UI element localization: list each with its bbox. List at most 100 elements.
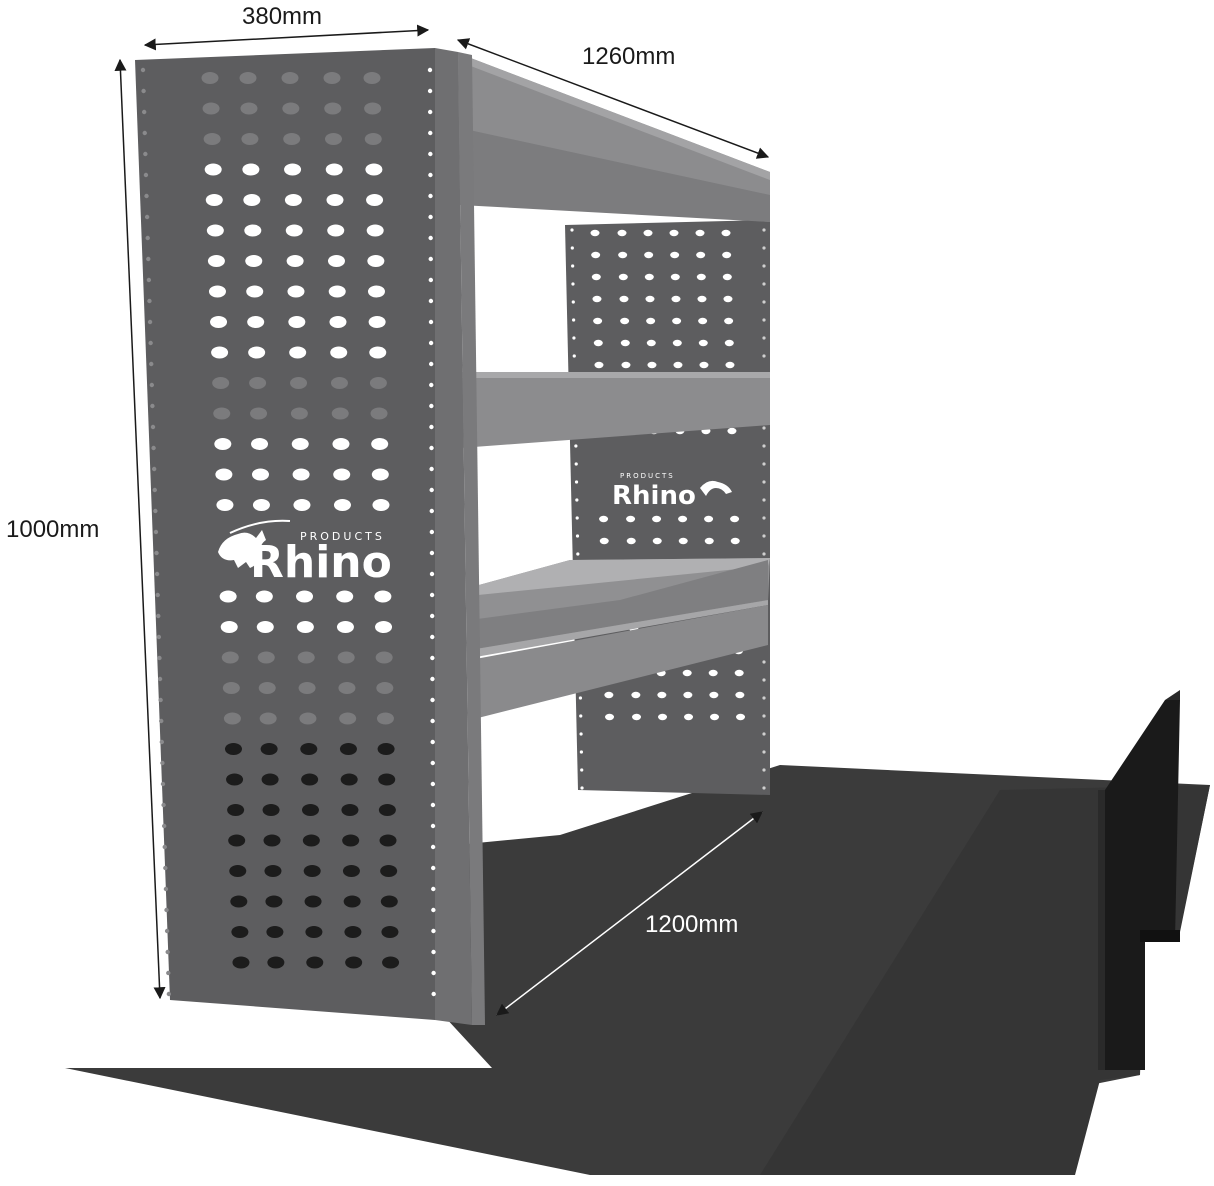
edge-hole xyxy=(572,336,576,340)
panel-hole xyxy=(341,804,359,816)
edge-hole xyxy=(148,340,153,346)
edge-hole xyxy=(149,361,154,367)
edge-hole xyxy=(431,928,436,934)
edge-hole xyxy=(153,529,159,535)
panel-hole xyxy=(669,229,679,237)
panel-hole xyxy=(290,377,308,389)
middle-shelf xyxy=(460,372,770,448)
panel-hole xyxy=(248,346,266,359)
panel-hole xyxy=(620,317,630,325)
panel-hole xyxy=(261,773,279,786)
panel-hole xyxy=(704,515,714,523)
bulkhead xyxy=(1098,690,1180,1070)
edge-hole xyxy=(578,696,583,700)
edge-hole xyxy=(762,696,766,700)
panel-hole xyxy=(327,224,345,237)
panel-hole xyxy=(722,251,732,259)
edge-hole xyxy=(143,151,148,157)
edge-hole xyxy=(762,228,766,232)
edge-hole xyxy=(580,786,584,790)
edge-hole xyxy=(430,865,436,871)
panel-hole xyxy=(339,743,357,755)
edge-hole xyxy=(153,508,158,514)
panel-hole xyxy=(647,361,657,369)
panel-hole xyxy=(652,537,662,545)
panel-hole xyxy=(724,339,734,347)
panel-hole xyxy=(306,956,324,969)
panel-hole xyxy=(621,361,631,369)
edge-hole xyxy=(575,534,580,538)
edge-hole xyxy=(144,214,150,220)
panel-hole xyxy=(288,316,306,328)
panel-hole xyxy=(710,713,720,721)
panel-hole xyxy=(371,438,389,450)
panel-hole xyxy=(658,713,668,721)
edge-hole xyxy=(429,592,435,598)
edge-hole xyxy=(428,340,434,346)
panel-hole xyxy=(365,163,383,176)
panel-hole xyxy=(215,468,233,481)
edge-hole xyxy=(430,655,435,661)
panel-hole xyxy=(263,834,281,847)
panel-hole xyxy=(330,346,348,359)
edge-hole xyxy=(159,739,165,745)
edge-hole xyxy=(161,823,167,829)
edge-hole xyxy=(154,550,159,556)
panel-hole xyxy=(286,255,304,267)
panel-hole xyxy=(366,194,384,206)
svg-text:PRODUCTS: PRODUCTS xyxy=(300,530,385,543)
back-rhino-logo: Rhino PRODUCTS xyxy=(612,472,732,511)
edge-hole xyxy=(762,480,766,484)
edge-hole xyxy=(570,246,574,250)
panel-hole xyxy=(216,499,234,511)
panel-hole xyxy=(297,651,315,664)
edge-hole xyxy=(574,462,578,466)
edge-hole xyxy=(428,298,434,304)
panel-hole xyxy=(241,133,259,145)
panel-hole xyxy=(592,295,602,303)
edge-hole xyxy=(429,466,434,472)
edge-hole xyxy=(157,655,162,661)
edge-hole xyxy=(156,634,162,640)
panel-hole xyxy=(227,804,245,816)
panel-hole xyxy=(617,229,627,237)
edge-hole xyxy=(430,760,435,766)
panel-hole xyxy=(282,102,300,115)
panel-hole xyxy=(344,926,362,938)
panel-hole xyxy=(205,194,223,206)
panel-hole xyxy=(331,407,349,420)
panel-hole xyxy=(367,255,385,267)
edge-hole xyxy=(429,424,434,430)
panel-hole xyxy=(626,537,636,545)
edge-hole xyxy=(579,714,583,718)
edge-hole xyxy=(574,444,578,448)
panel-hole xyxy=(605,713,615,721)
edge-hole xyxy=(151,445,156,451)
panel-hole xyxy=(207,255,225,267)
panel-hole xyxy=(289,346,307,359)
panel-hole xyxy=(230,895,248,908)
edge-hole xyxy=(157,676,163,682)
panel-hole xyxy=(364,133,382,145)
edge-hole xyxy=(762,750,766,754)
edge-hole xyxy=(762,552,766,556)
panel-hole xyxy=(342,865,360,877)
panel-hole xyxy=(247,316,265,328)
edge-hole xyxy=(762,336,766,340)
edge-hole xyxy=(150,424,156,430)
panel-hole xyxy=(337,651,355,664)
panel-hole xyxy=(375,621,393,633)
panel-hole xyxy=(369,346,387,359)
edge-hole xyxy=(762,516,766,520)
edge-hole xyxy=(430,676,435,682)
edge-hole xyxy=(430,823,436,829)
edge-hole xyxy=(147,319,153,325)
edge-hole xyxy=(154,571,160,577)
edge-hole xyxy=(571,282,575,286)
panel-hole xyxy=(203,133,221,145)
panel-hole xyxy=(283,133,301,145)
panel-hole xyxy=(721,229,731,237)
panel-hole xyxy=(379,834,397,847)
panel-hole xyxy=(226,773,244,786)
panel-hole xyxy=(644,251,654,259)
